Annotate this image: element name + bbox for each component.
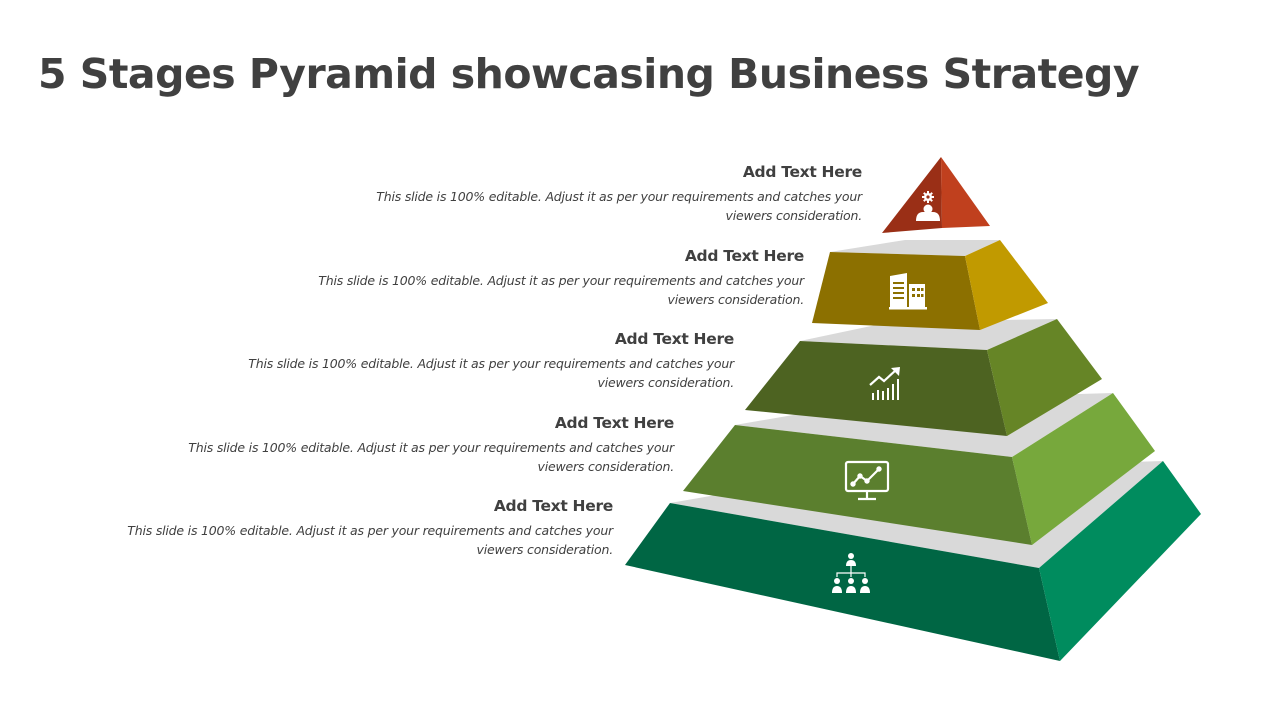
stage-2-description: This slide is 100% editable. Adjust it a… xyxy=(318,273,804,307)
tier-5-front-face xyxy=(625,503,1060,661)
tier-5-side-face xyxy=(1039,461,1201,661)
pyramid-tier-3[interactable] xyxy=(745,319,1102,436)
tier-1-front-face xyxy=(882,157,942,233)
stage-3-heading: Add Text Here xyxy=(614,330,734,348)
tier-4-side-face xyxy=(1012,393,1155,545)
growth-chart-icon xyxy=(869,367,900,400)
slide-title: 5 Stages Pyramid showcasing Business Str… xyxy=(38,50,1140,98)
stage-4-heading: Add Text Here xyxy=(554,414,674,432)
stage-5-label: Add Text Here This slide is 100% editabl… xyxy=(53,496,613,559)
stage-1-description: This slide is 100% editable. Adjust it a… xyxy=(376,189,862,223)
tier-3-front-face xyxy=(745,341,1007,436)
stage-5-description: This slide is 100% editable. Adjust it a… xyxy=(127,523,613,557)
stage-1-label: Add Text Here This slide is 100% editabl… xyxy=(302,162,862,225)
tier-2-side-face xyxy=(965,240,1048,330)
monitor-chart-icon xyxy=(844,460,890,501)
tier-1-side-face xyxy=(941,157,990,228)
pyramid-tier-2[interactable] xyxy=(812,240,1048,330)
stage-3-label: Add Text Here This slide is 100% editabl… xyxy=(174,329,734,392)
tier-2-top-band xyxy=(830,240,1000,256)
stage-5-heading: Add Text Here xyxy=(493,497,613,515)
stage-1-heading: Add Text Here xyxy=(742,163,862,181)
tier-3-top-band xyxy=(800,319,1057,350)
stage-2-heading: Add Text Here xyxy=(684,247,804,265)
pyramid-tier-1[interactable] xyxy=(882,157,990,233)
building-icon xyxy=(889,273,927,310)
org-hierarchy-icon xyxy=(832,553,870,593)
stage-2-label: Add Text Here This slide is 100% editabl… xyxy=(244,246,804,309)
tier-4-front-face xyxy=(683,425,1032,545)
user-gear-icon xyxy=(916,191,940,221)
stage-4-label: Add Text Here This slide is 100% editabl… xyxy=(114,413,674,476)
stage-3-description: This slide is 100% editable. Adjust it a… xyxy=(248,356,734,390)
tier-3-side-face xyxy=(987,319,1102,436)
stage-4-description: This slide is 100% editable. Adjust it a… xyxy=(188,440,674,474)
